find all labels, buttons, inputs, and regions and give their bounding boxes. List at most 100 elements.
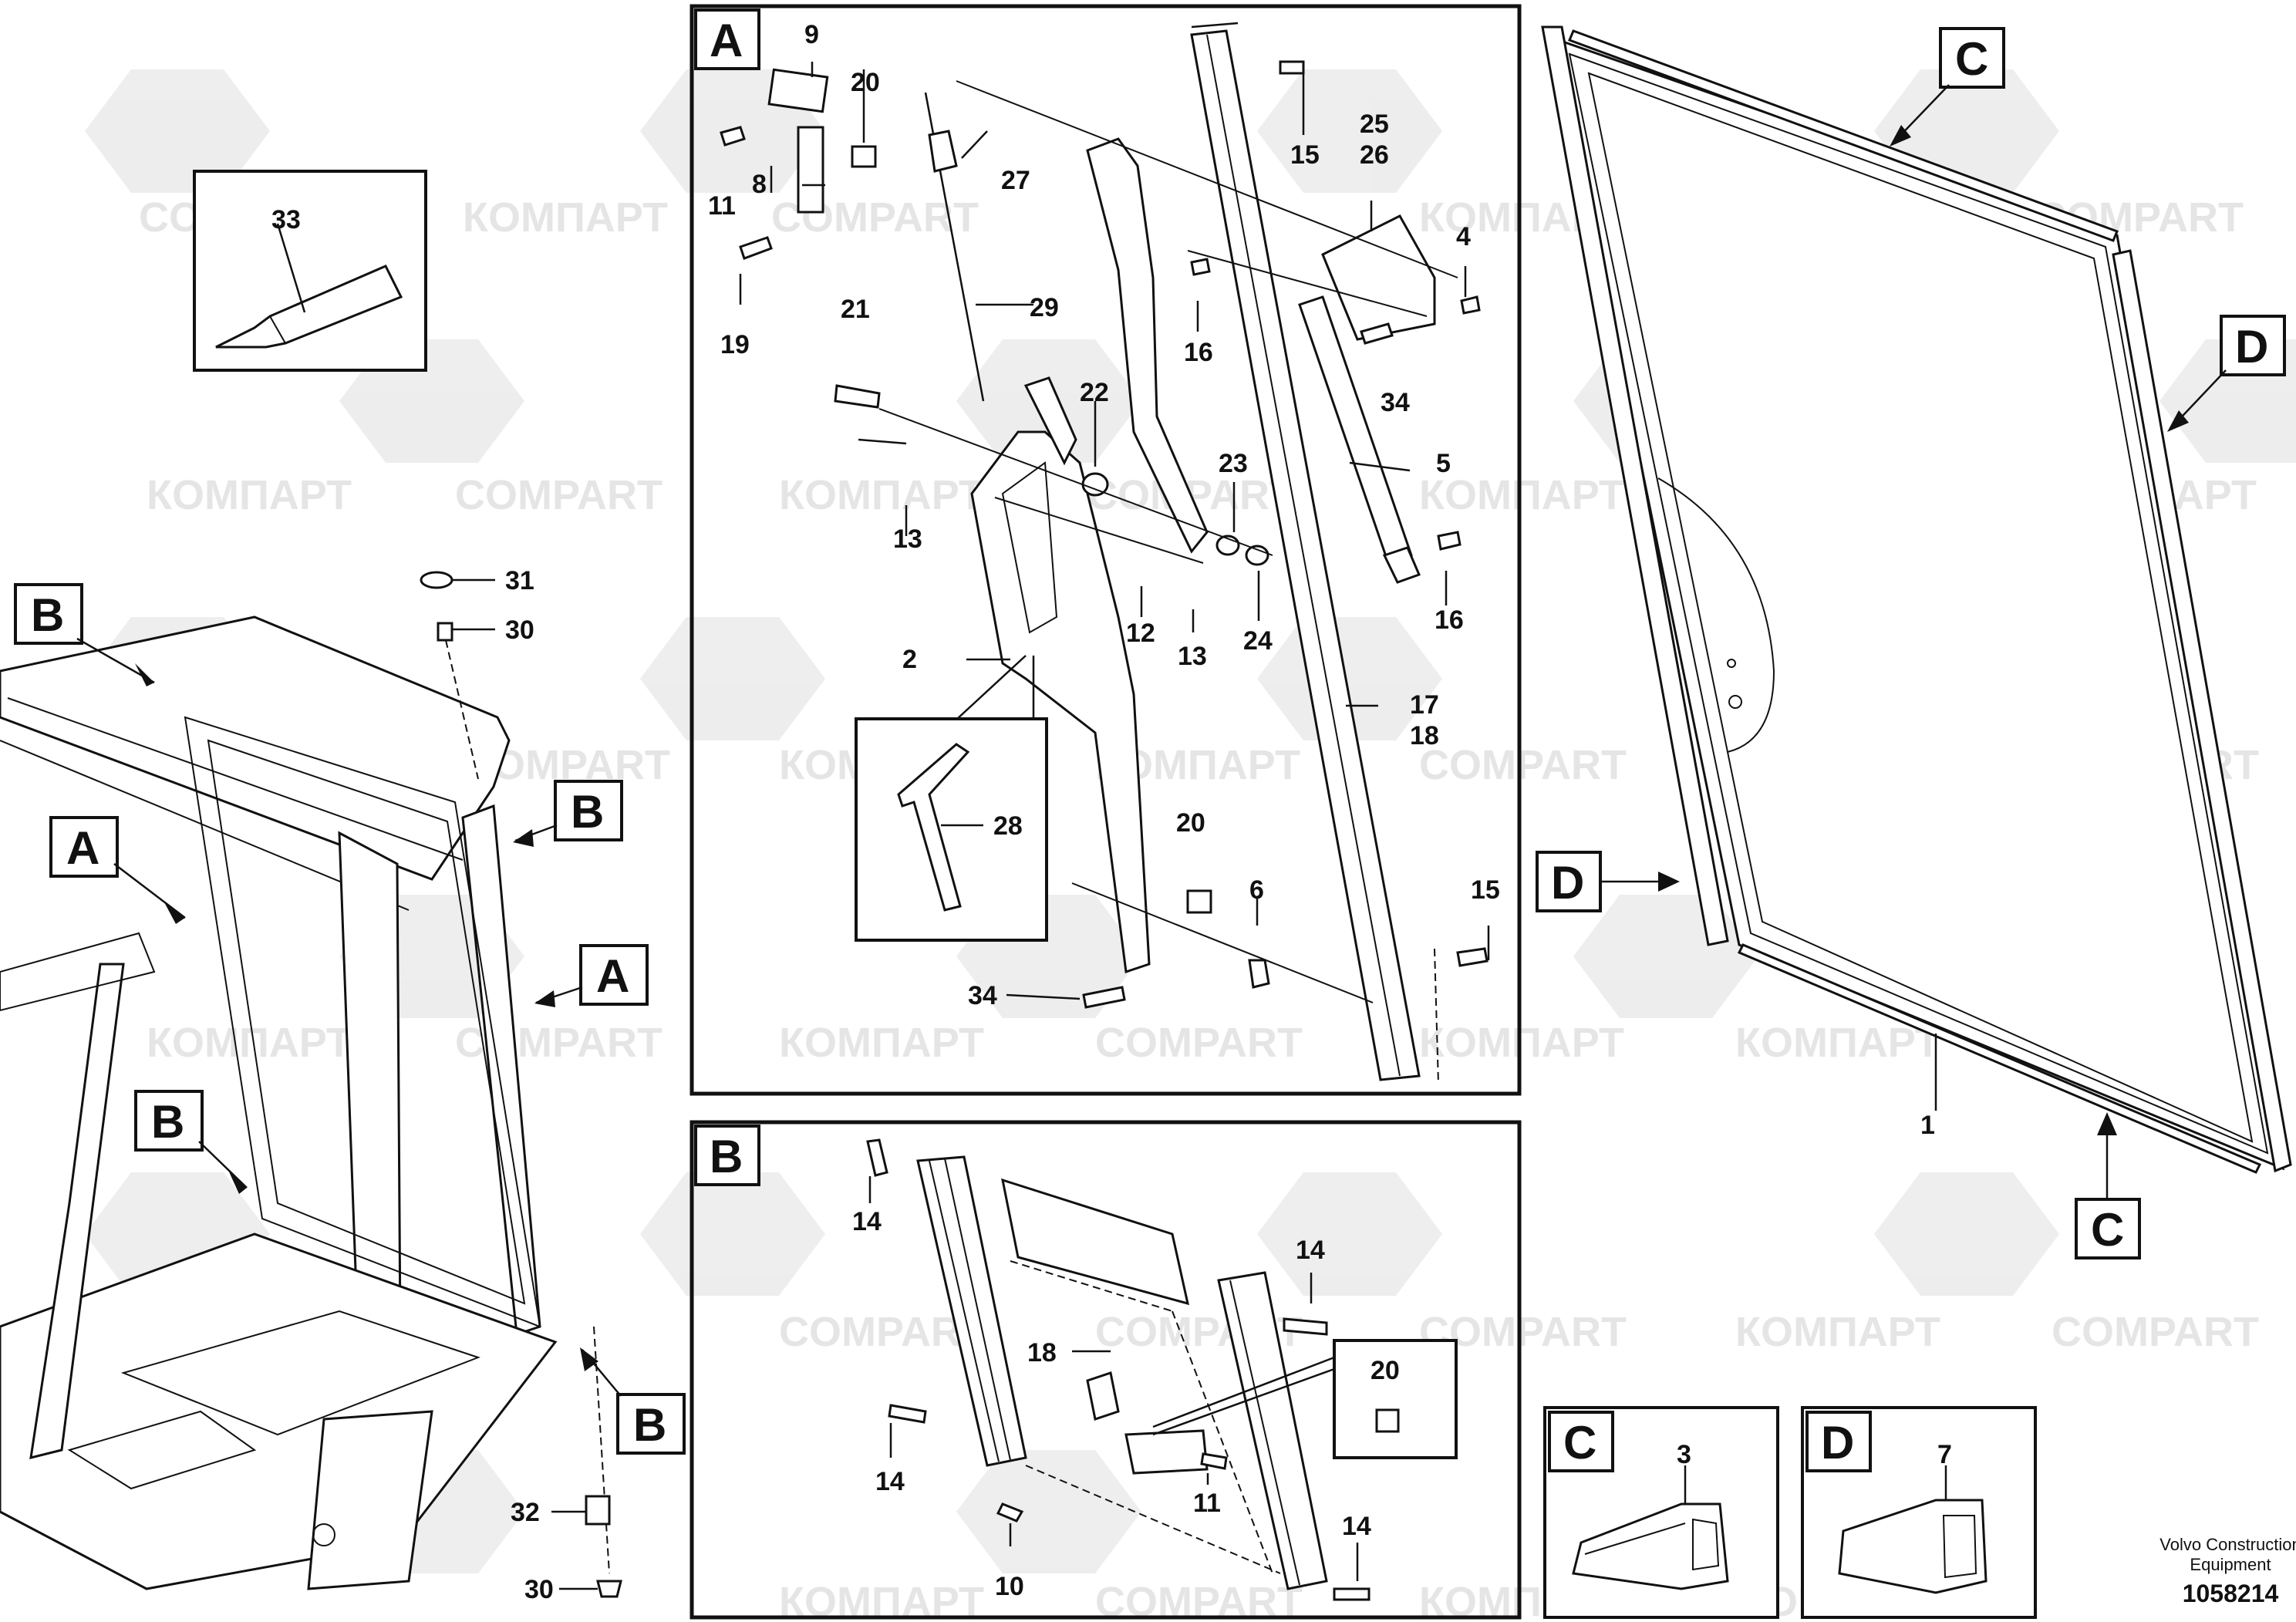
callout-27: 27 [1001, 166, 1030, 195]
watermark-text: COMPART [1419, 742, 1627, 788]
watermark-text: КОМПАРТ [1735, 1309, 1940, 1355]
callout-24: 24 [1243, 626, 1273, 656]
watermark-text: COMPART [2052, 1309, 2259, 1355]
callout-3: 3 [1677, 1440, 1691, 1469]
callout-17: 17 [1410, 690, 1439, 720]
panel-b: B 20 14 14 18 14 [689, 1120, 1522, 1620]
seal-strip-c-bottom [1737, 943, 2262, 1174]
callout-5: 5 [1436, 449, 1451, 478]
sealant-box: 33 [193, 170, 427, 372]
drawing-footer: Volvo Construction Equipment 1058214 [2159, 1535, 2296, 1607]
view-label-c: C [1955, 33, 1988, 85]
callout-19: 19 [720, 330, 750, 359]
watermark-text: КОМПАРТ [779, 1579, 984, 1622]
panel-a-label: A [710, 15, 743, 66]
callout-15b: 15 [1471, 875, 1500, 905]
callout-13b: 13 [1178, 642, 1207, 671]
brand-line-1: Volvo Construction [2159, 1535, 2296, 1554]
callout-34b: 34 [968, 981, 997, 1010]
watermark-text: КОМПАРТ [1735, 1020, 1940, 1066]
callout-18b: 18 [1027, 1338, 1057, 1367]
callout-20b: 20 [1176, 808, 1205, 838]
callout-31: 31 [505, 566, 534, 595]
callout-28: 28 [993, 811, 1023, 841]
detail-d-label: D [1821, 1417, 1854, 1469]
watermark-text: КОМПАРТ [1419, 472, 1624, 518]
callout-4: 4 [1456, 222, 1471, 251]
lever-28 [897, 743, 970, 912]
callout-6: 6 [1249, 875, 1264, 905]
steering-column [29, 963, 125, 1460]
callout-14d: 14 [1342, 1512, 1371, 1541]
watermark-text: КОМПАРТ [779, 1020, 984, 1066]
seal-strip-c-top [1568, 29, 2119, 242]
watermark-text: COMPART [1095, 1020, 1303, 1066]
drawing-number: 1058214 [2183, 1580, 2279, 1607]
callout-20c: 20 [1371, 1356, 1400, 1385]
callout-30b: 30 [524, 1575, 554, 1604]
curved-link [1086, 137, 1209, 554]
callout-34: 34 [1381, 388, 1410, 417]
callout-14c: 14 [875, 1467, 905, 1496]
view-label-b: B [571, 786, 604, 838]
callout-21: 21 [841, 295, 870, 324]
view-label-d: D [1551, 857, 1584, 909]
view-labels-left: B A B B A B [14, 583, 686, 1455]
seal-profile-3 [1572, 1502, 1729, 1590]
callout-32: 32 [511, 1498, 540, 1527]
callout-9: 9 [804, 20, 819, 49]
callout-16: 16 [1184, 338, 1213, 367]
panel-b-label: B [710, 1131, 743, 1182]
callout-16b: 16 [1435, 605, 1464, 635]
callout-12: 12 [1126, 619, 1155, 648]
callout-11b: 11 [1193, 1489, 1221, 1518]
detail-c: C 3 [1543, 1406, 1779, 1619]
rail-17-18 [1190, 29, 1421, 1081]
sealant-tube-icon [215, 265, 403, 349]
cab-roof [0, 615, 511, 881]
callout-22: 22 [1080, 378, 1109, 407]
callout-11: 11 [708, 191, 736, 221]
callout-15: 15 [1290, 140, 1320, 170]
callout-23: 23 [1219, 449, 1248, 478]
view-label-c: C [2091, 1204, 2124, 1256]
callout-8: 8 [752, 170, 767, 199]
watermark-text: КОМПАРТ [779, 472, 984, 518]
callout-13: 13 [893, 524, 922, 554]
watermark-text: COMPART [779, 1309, 986, 1355]
callout-1: 1 [1920, 1111, 1935, 1140]
callout-14: 14 [852, 1207, 882, 1236]
watermark-text: КОМПАРТ [147, 472, 352, 518]
rail-profile-18 [916, 1155, 1027, 1467]
callout-7: 7 [1937, 1440, 1952, 1469]
callout-18: 18 [1410, 721, 1439, 750]
bolt-icon [720, 60, 1489, 1009]
callout-2: 2 [902, 645, 917, 674]
detail-d: D 7 [1801, 1406, 2037, 1619]
watermark-text: КОМПАРТ [463, 194, 668, 241]
window-assembly: 1 C D D C [1536, 25, 2292, 1259]
view-label-a: A [66, 822, 99, 874]
cab-overview [0, 615, 558, 1590]
callout-10: 10 [995, 1572, 1024, 1601]
watermark-text: КОМПАРТ [147, 1020, 352, 1066]
watermark-text: COMPART [455, 472, 663, 518]
callout-14b: 14 [1296, 1236, 1325, 1265]
view-label-d: D [2235, 321, 2268, 373]
view-label-b: B [151, 1096, 184, 1148]
seal-strip-d-left [1541, 25, 1729, 946]
seal-profile-7 [1838, 1499, 1988, 1594]
bracket-25-26 [1321, 214, 1436, 341]
watermark-text: COMPART [1095, 1579, 1303, 1622]
callout-33: 33 [271, 205, 301, 234]
brand-line-2: Equipment [2190, 1555, 2271, 1574]
panel-a: A [689, 4, 1522, 1096]
callout-29: 29 [1030, 293, 1059, 322]
detail-c-label: C [1563, 1417, 1596, 1469]
callout-26: 26 [1360, 140, 1389, 170]
callout-25: 25 [1360, 110, 1389, 139]
seal-strip-d-right [2112, 249, 2292, 1173]
watermark-text: КОМПАРТ [1419, 1020, 1624, 1066]
callout-30: 30 [505, 615, 534, 645]
